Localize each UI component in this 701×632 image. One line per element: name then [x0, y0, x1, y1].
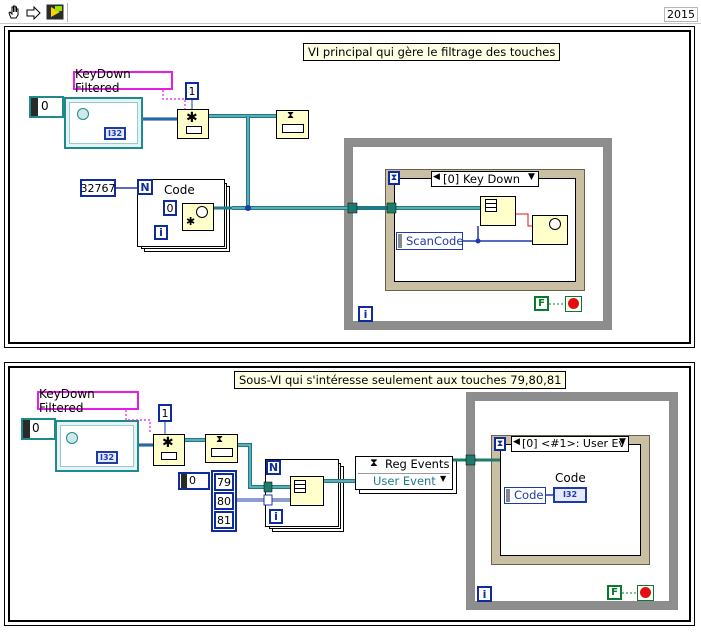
case-left-arrow[interactable]: ◀ [433, 172, 440, 182]
event-case-label: [0] Key Down [443, 172, 521, 186]
top-frame-title: VI principal qui gère le filtrage des to… [303, 43, 561, 61]
i32-badge-2: I32 [96, 451, 119, 464]
run-mode-icon[interactable] [46, 4, 64, 20]
code-terminal [504, 487, 546, 504]
code-indicator: I32 [553, 487, 587, 503]
user-event-dropdown-icon[interactable]: ▼ [440, 474, 447, 483]
loop-count-const[interactable]: 32767 [80, 179, 116, 197]
loop-n-terminal: N [137, 179, 153, 195]
const-one-2[interactable]: 1 [158, 404, 172, 422]
user-event-icon [77, 108, 89, 120]
loop-i-terminal: i [154, 225, 168, 240]
hourglass-glyph: ⧗ [287, 110, 295, 121]
user-event-field[interactable] [358, 473, 450, 488]
stop-red-icon [568, 298, 579, 309]
create-event-glyph: ✱ [186, 110, 198, 126]
create-event-bar [186, 126, 202, 134]
create-user-event-node-2 [153, 434, 185, 466]
while-i-terminal-2: i [477, 586, 492, 602]
event-case-label-2: [0] <#1>: User Ev [522, 437, 625, 450]
numeric-spin-icon[interactable] [31, 98, 38, 116]
loop-n-terminal-2: N [266, 460, 281, 475]
event-timeout-icon-2: ⧗ [494, 437, 506, 451]
search-array-grid-2 [294, 480, 306, 493]
case-right-arrow[interactable]: ▼ [528, 172, 535, 182]
arrow-right-icon[interactable] [26, 5, 42, 21]
bottom-frame-outer [4, 362, 695, 626]
loop-i-terminal-2: i [269, 509, 283, 524]
stop-false-const[interactable]: F [534, 296, 549, 311]
top-frame-outer [4, 26, 695, 348]
bottom-frame-title: Sous-VI qui s'intéresse seulement aux to… [234, 371, 567, 389]
array-value-1[interactable]: 80 [214, 492, 234, 510]
array-index-value[interactable]: 0 [189, 474, 196, 487]
user-event-icon-2 [66, 432, 78, 444]
search-array-grid [485, 199, 497, 212]
while-loop-2 [466, 392, 678, 610]
keydown-filtered-label-2: KeyDown Filtered [37, 387, 139, 415]
reg-bar [282, 124, 304, 133]
reg-events-hourglass-icon: ⧗ [370, 456, 378, 469]
toolbar [0, 0, 701, 24]
create-event-bar-2 [161, 452, 177, 460]
hourglass-glyph-2: ⧗ [216, 434, 224, 445]
scancode-terminal [396, 232, 463, 250]
hand-icon[interactable] [6, 4, 22, 20]
code-terminal-label: Code [514, 488, 544, 502]
keydown-filtered-label: KeyDown Filtered [73, 67, 173, 95]
code-const[interactable]: 0 [163, 200, 177, 216]
numeric-value[interactable]: 0 [41, 99, 49, 113]
stop-false-const-2[interactable]: F [607, 585, 622, 600]
while-i-terminal: i [358, 306, 373, 322]
code-label: Code [164, 183, 195, 197]
create-user-event-node [177, 109, 209, 139]
numeric-spin-icon-2[interactable] [23, 420, 30, 438]
year-label: 2015 [664, 7, 698, 22]
event-timeout-icon: ⧗ [388, 171, 400, 185]
event-case-selector-2[interactable] [511, 436, 629, 452]
case-right-arrow-2[interactable]: ▼ [619, 437, 626, 447]
reg-events-label: Reg Events [385, 457, 450, 471]
code-indicator-label: Code [555, 471, 586, 485]
generate-event-icon-2 [549, 218, 561, 230]
const-one[interactable]: 1 [185, 82, 199, 100]
array-value-0[interactable]: 79 [214, 473, 234, 491]
reg-bar-2 [211, 448, 233, 457]
user-event-label: User Event [373, 474, 436, 488]
scancode-handle [398, 234, 402, 248]
array-index-spin[interactable] [181, 474, 187, 488]
stop-red-icon-2 [640, 587, 651, 598]
generate-event-glyph: ✱ [186, 215, 196, 228]
create-event-glyph-2: ✱ [162, 435, 174, 451]
while-loop [344, 138, 612, 330]
event-case-selector[interactable] [431, 171, 539, 187]
top-frame-inner [8, 30, 691, 344]
numeric-value-2[interactable]: 0 [32, 421, 40, 435]
scancode-label: ScanCode [406, 234, 464, 248]
generate-event-icon [196, 206, 208, 218]
bottom-frame-inner [8, 366, 691, 622]
code-handle [506, 489, 510, 502]
array-value-2[interactable]: 81 [214, 511, 234, 529]
case-left-arrow-2[interactable]: ◀ [513, 437, 520, 447]
i32-badge: I32 [104, 127, 127, 140]
toolbar-divider [67, 3, 68, 22]
